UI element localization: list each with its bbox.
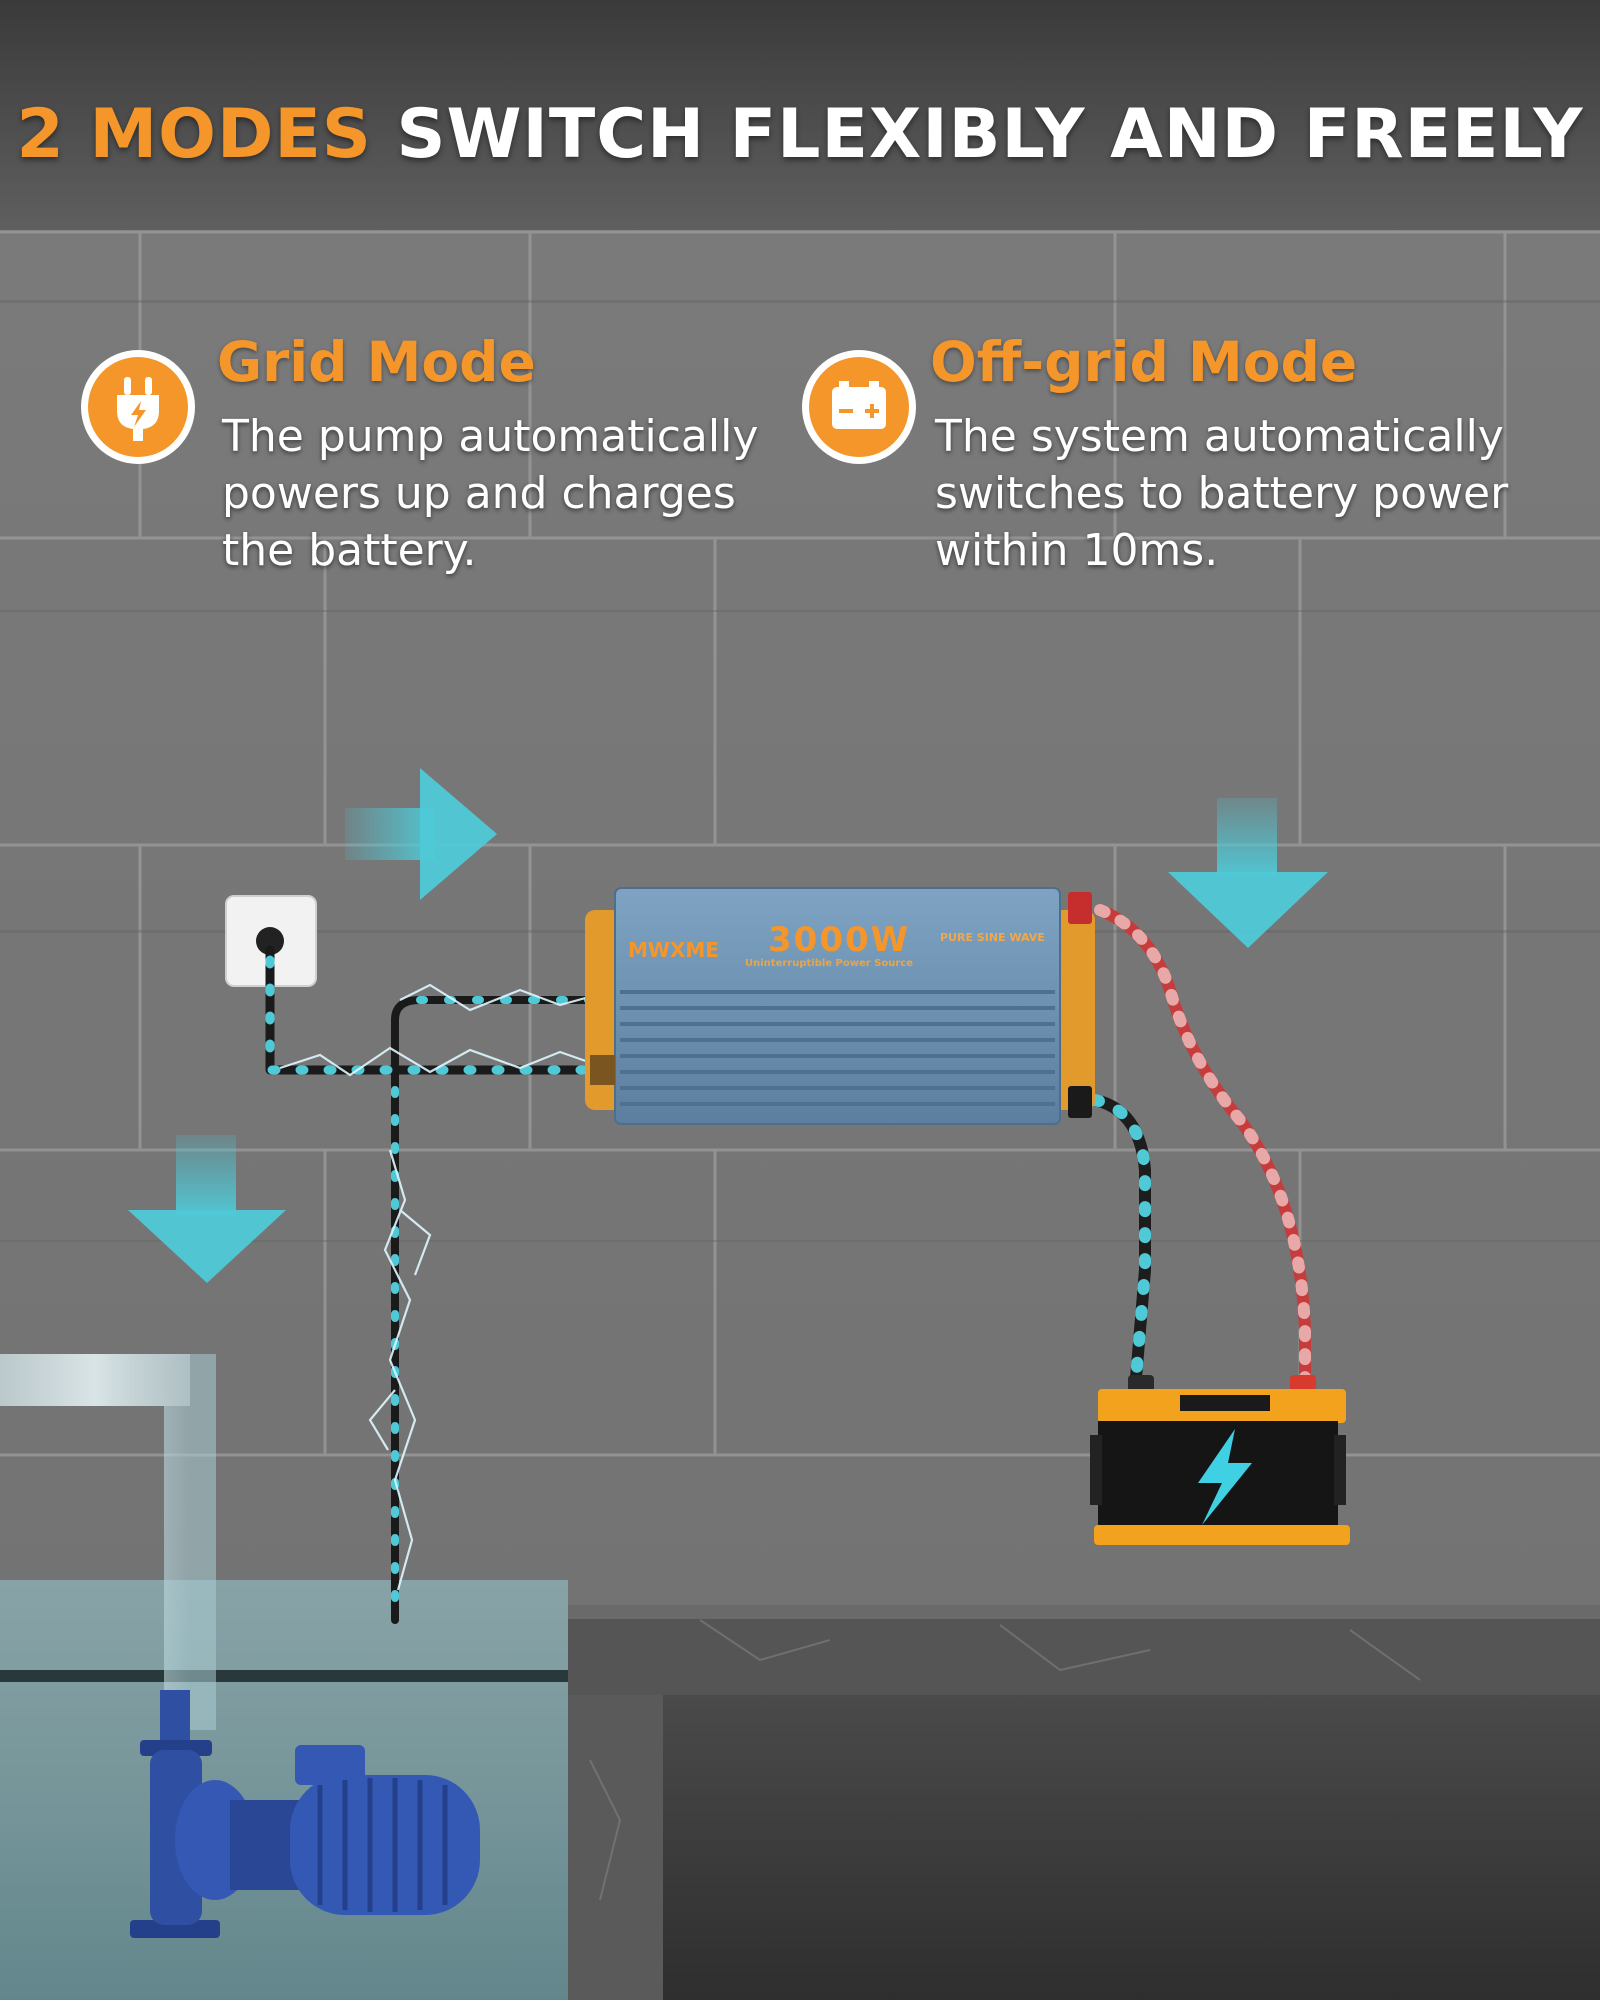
flow-arrow-down-left bbox=[128, 1135, 286, 1283]
off-grid-mode-line-3: within 10ms. bbox=[935, 525, 1219, 576]
water-pump bbox=[130, 1690, 480, 1938]
off-grid-mode-description: The system automatically switches to bat… bbox=[935, 408, 1508, 579]
grid-mode-line-3: the battery. bbox=[222, 525, 477, 576]
grid-mode-line-1: The pump automatically bbox=[222, 411, 759, 462]
headline-rest: SWITCH FLEXIBLY AND FREELY bbox=[396, 95, 1584, 174]
inverter-waveform: PURE SINE WAVE bbox=[940, 931, 1045, 944]
off-grid-mode-line-2: switches to battery power bbox=[935, 468, 1509, 519]
grid-mode-line-2: powers up and charges bbox=[222, 468, 736, 519]
flow-arrow-down-right bbox=[1168, 798, 1328, 948]
battery-icon bbox=[801, 349, 917, 465]
inverter-subtitle: Uninterruptible Power Source bbox=[745, 958, 914, 969]
inverter-device bbox=[585, 887, 1095, 1125]
grid-mode-title: Grid Mode bbox=[217, 330, 536, 394]
flow-arrow-right bbox=[345, 768, 497, 900]
plug-icon bbox=[80, 349, 196, 465]
inverter-brand: MWXME bbox=[628, 938, 719, 962]
battery-device bbox=[1090, 1375, 1350, 1545]
grid-mode-description: The pump automatically powers up and cha… bbox=[222, 408, 758, 579]
headline-accent: 2 MODES bbox=[16, 95, 372, 174]
headline: 2 MODES SWITCH FLEXIBLY AND FREELY bbox=[0, 95, 1600, 174]
inverter-power: 3000W bbox=[768, 920, 911, 960]
off-grid-mode-line-1: The system automatically bbox=[935, 411, 1504, 462]
off-grid-mode-title: Off-grid Mode bbox=[930, 330, 1358, 394]
